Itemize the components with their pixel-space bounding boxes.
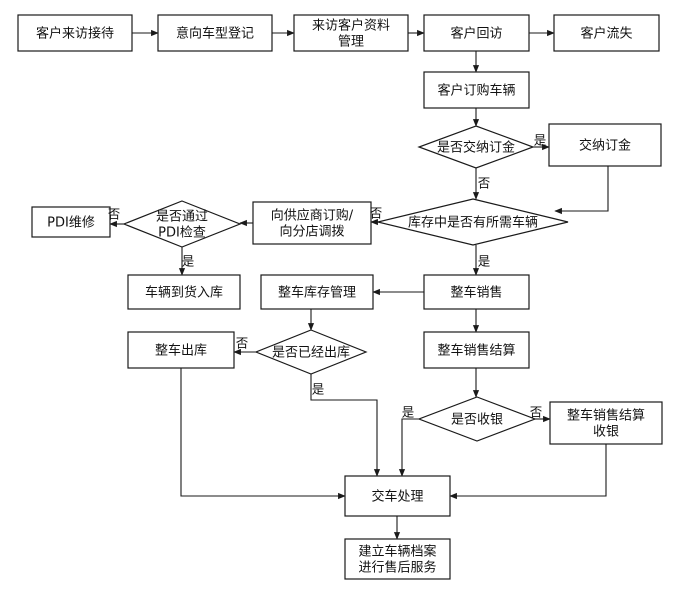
label-d5-yes: 是 bbox=[402, 405, 415, 420]
label-d2-no: 否 bbox=[370, 206, 383, 221]
n6-label: 客户订购车辆 bbox=[437, 83, 515, 99]
d1-decision: 是否交纳订金 bbox=[417, 125, 535, 169]
n10-label: 车辆到货入库 bbox=[145, 285, 223, 301]
n10-box: 车辆到货入库 bbox=[127, 274, 241, 310]
connectors bbox=[109, 29, 609, 540]
d5-decision: 是否收银 bbox=[417, 396, 537, 442]
n5-label: 客户流失 bbox=[580, 26, 632, 42]
n13-box: 整车出库 bbox=[127, 331, 235, 369]
n16-box: 交车处理 bbox=[344, 475, 451, 517]
edge-labels: 是否否是否是否是是否 bbox=[108, 133, 547, 420]
nodes: 客户来访接待 意向车型登记 来访客户资料管理 客户回访 客户流失客户订购车辆交纳订金向供… bbox=[17, 14, 663, 580]
n14-box: 整车销售结算 bbox=[423, 331, 530, 369]
edge-n13-n16 bbox=[180, 368, 346, 500]
d4-label: 是否已经出库 bbox=[272, 345, 350, 361]
n7-label: 交纳订金 bbox=[579, 138, 631, 154]
n5-box: 客户流失 bbox=[553, 14, 660, 52]
n12-label: 整车销售 bbox=[450, 285, 502, 301]
label-d5-no: 否 bbox=[530, 405, 543, 420]
label-d1-no: 否 bbox=[478, 176, 491, 191]
label-d1-yes: 是 bbox=[534, 133, 547, 148]
n3-label: 来访客户资料管理 bbox=[312, 18, 390, 50]
n15-box: 整车销售结算收银 bbox=[549, 401, 663, 445]
n4-label: 客户回访 bbox=[450, 26, 502, 42]
label-d3-no: 否 bbox=[108, 207, 121, 222]
label-d3-yes: 是 bbox=[182, 254, 195, 269]
d2-label: 库存中是否有所需车辆 bbox=[408, 215, 538, 231]
n9-box: PDI维修 bbox=[31, 206, 111, 238]
n8-box: 向供应商订购/向分店调拨 bbox=[252, 201, 372, 245]
label-d4-yes: 是 bbox=[312, 382, 325, 397]
n4-box: 客户回访 bbox=[423, 14, 530, 52]
n1-label: 客户来访接待 bbox=[36, 26, 114, 42]
edge-n15-n16 bbox=[449, 444, 607, 500]
n11-label: 整车库存管理 bbox=[278, 285, 356, 301]
n14-label: 整车销售结算 bbox=[437, 343, 515, 359]
n17-box: 建立车辆档案进行售后服务 bbox=[344, 538, 451, 580]
n16-label: 交车处理 bbox=[371, 489, 423, 505]
d2-decision: 库存中是否有所需车辆 bbox=[377, 198, 569, 246]
d4-decision: 是否已经出库 bbox=[254, 329, 368, 375]
n15-label: 整车销售结算收银 bbox=[567, 408, 645, 440]
n7-box: 交纳订金 bbox=[548, 123, 662, 167]
edge-d4-n16 bbox=[310, 374, 381, 477]
d5-label: 是否收银 bbox=[451, 413, 503, 428]
n1-box: 客户来访接待 bbox=[17, 14, 133, 52]
edge-d5-n16 bbox=[398, 418, 419, 477]
label-d4-no: 否 bbox=[236, 336, 249, 351]
n6-box: 客户订购车辆 bbox=[423, 71, 530, 109]
n8-label: 向供应商订购/向分店调拨 bbox=[271, 208, 354, 240]
n13-label: 整车出库 bbox=[155, 343, 207, 359]
d1-label: 是否交纳订金 bbox=[437, 140, 515, 156]
label-d2-yes: 是 bbox=[478, 254, 491, 269]
n2-label: 意向车型登记 bbox=[176, 26, 254, 42]
n11-box: 整车库存管理 bbox=[260, 274, 374, 310]
edge-n7-d2 bbox=[554, 166, 609, 215]
n12-box: 整车销售 bbox=[423, 274, 530, 310]
n9-label: PDI维修 bbox=[47, 216, 95, 231]
n3-box: 来访客户资料管理 bbox=[293, 14, 409, 52]
n2-box: 意向车型登记 bbox=[157, 14, 273, 52]
n17-label: 建立车辆档案进行售后服务 bbox=[358, 544, 436, 576]
